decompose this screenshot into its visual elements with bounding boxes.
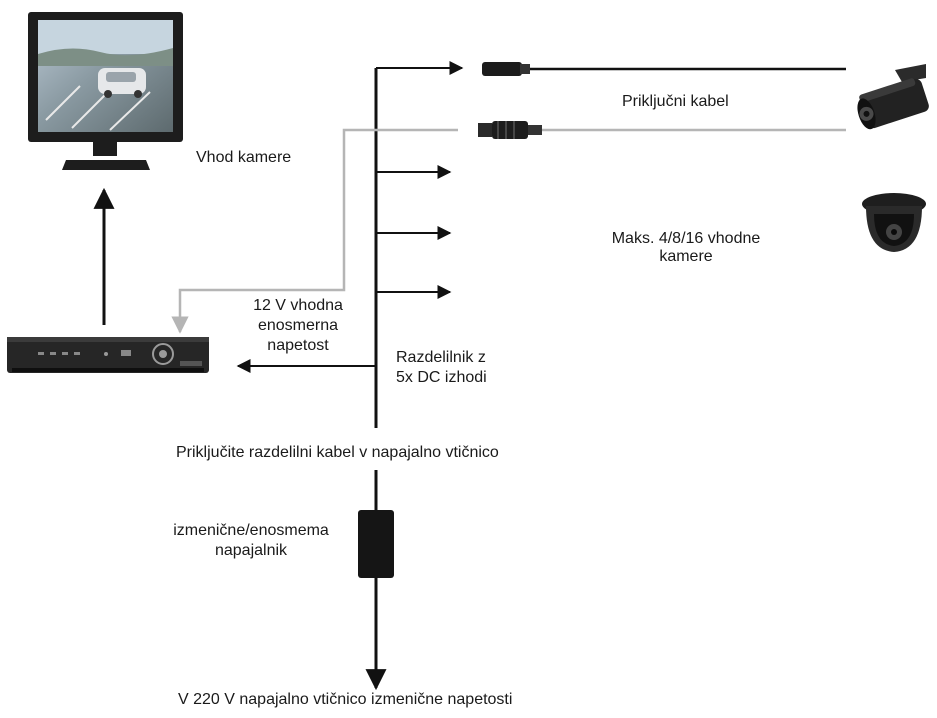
monitor-icon xyxy=(28,12,183,170)
dc-input-label: 12 V vhodna enosmerna napetost xyxy=(253,297,343,354)
bnc-plug-icon xyxy=(478,121,846,139)
dc-plug-icon xyxy=(482,62,846,76)
dvr-recorder-icon xyxy=(7,337,209,373)
connection-cable-label: Priključni kabel xyxy=(622,93,729,110)
video-signal-line xyxy=(171,128,458,334)
plug-instruction-label: Priključite razdelilni kabel v napajalno… xyxy=(176,444,499,461)
max-cameras-label: Maks. 4/8/16 vhodne kamere xyxy=(611,230,761,265)
power-adapter-icon xyxy=(358,510,394,578)
mains-outlet-label: V 220 V napajalno vtičnico izmenične nap… xyxy=(178,691,513,708)
bullet-camera-icon xyxy=(857,64,929,130)
camera-input-label: Vhod kamere xyxy=(196,149,292,166)
power-adapter-label: izmenične/enosmema napajalnik xyxy=(173,522,329,559)
dome-camera-icon xyxy=(862,193,926,252)
power-splitter-wiring xyxy=(236,61,464,691)
splitter-label: Razdelilnik z 5x DC izhodi xyxy=(396,349,487,386)
